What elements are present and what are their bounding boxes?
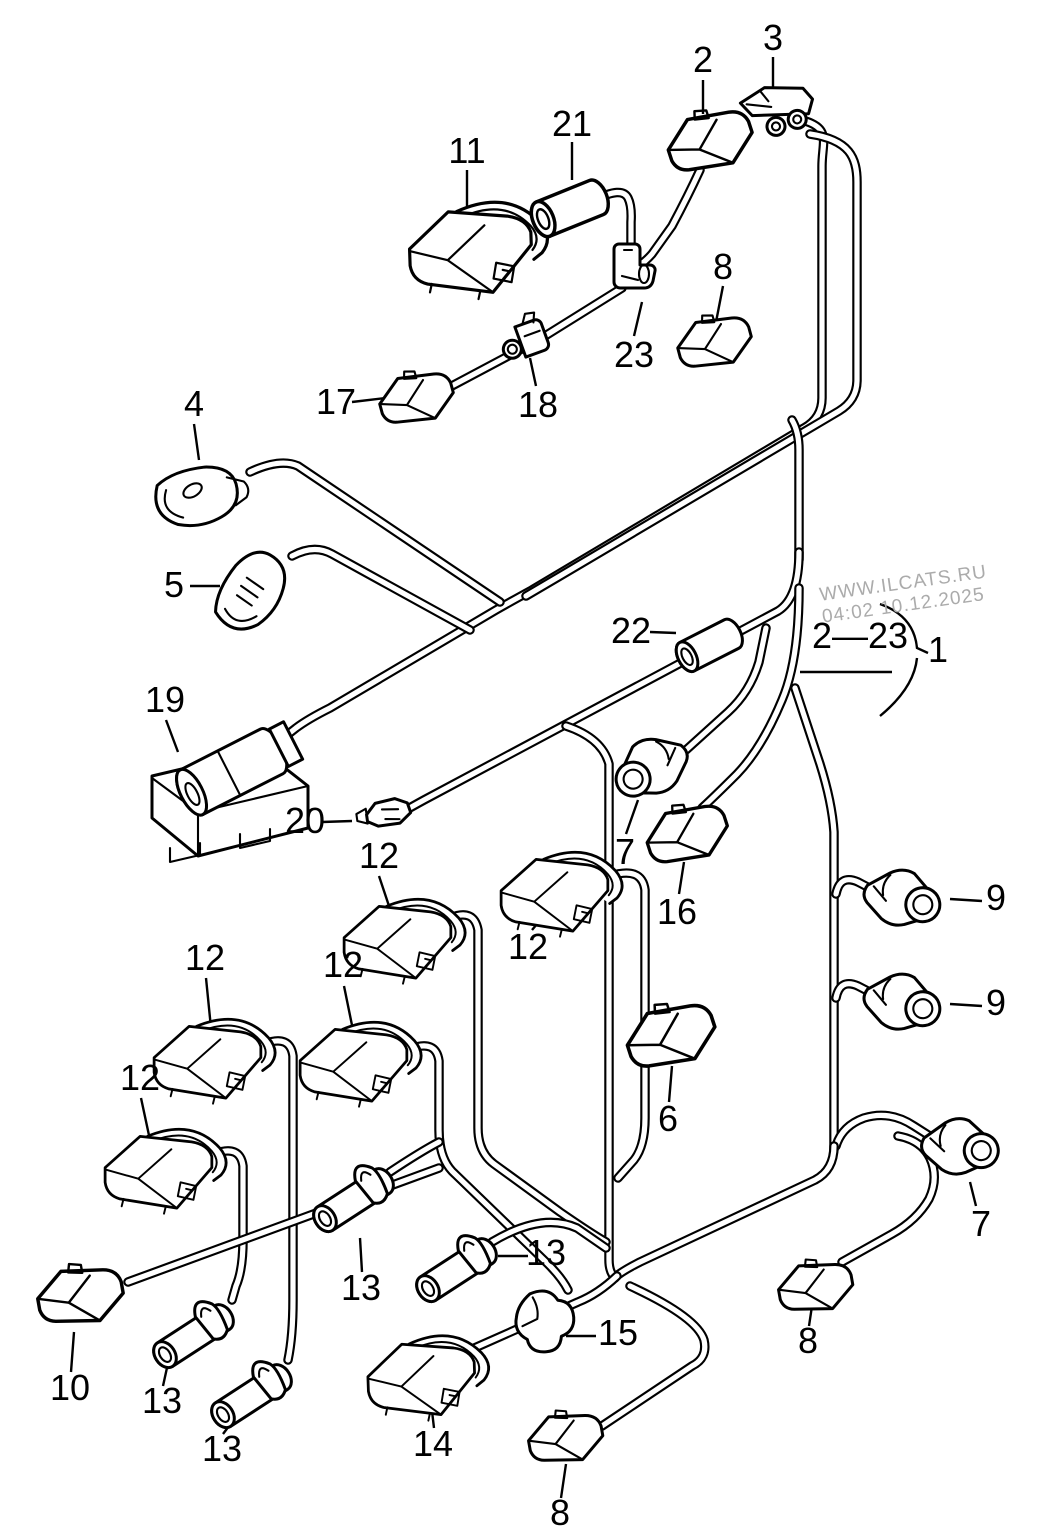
connector-11 xyxy=(406,198,551,303)
callout-12-a: 12 xyxy=(359,835,399,876)
inline-holder-18 xyxy=(501,311,551,360)
callout-12-d: 12 xyxy=(323,944,363,985)
callout-23: 23 xyxy=(614,334,654,375)
connector-8-bottom xyxy=(522,1401,608,1470)
callout-11: 11 xyxy=(448,130,485,171)
callout-12-c: 12 xyxy=(185,937,225,978)
callout-9-upper: 9 xyxy=(986,877,1006,918)
callout-6: 6 xyxy=(658,1098,678,1139)
connector-5 xyxy=(203,540,300,643)
callout-16: 16 xyxy=(657,891,697,932)
ferrite-22 xyxy=(670,614,749,677)
cylinder-13-d xyxy=(199,1349,300,1436)
callout-8-right: 8 xyxy=(798,1320,818,1361)
harness-wires xyxy=(123,115,941,1431)
connector-17 xyxy=(371,359,460,433)
callout-5: 5 xyxy=(164,564,184,605)
connector-4 xyxy=(150,460,250,534)
callout-9-lower: 9 xyxy=(986,982,1006,1023)
connector-7-mid xyxy=(609,732,694,800)
legend-assembly-label: 1 xyxy=(928,629,948,670)
callout-15: 15 xyxy=(598,1312,638,1353)
callout-12-b: 12 xyxy=(508,926,548,967)
cylinder-13-c xyxy=(141,1289,242,1376)
connector-8-top xyxy=(669,303,758,377)
callout-19: 19 xyxy=(145,679,185,720)
callout-20: 20 xyxy=(285,800,325,841)
callout-8-top: 8 xyxy=(713,246,733,287)
callout-labels: 2 3 21 11 23 8 17 18 4 5 22 19 20 7 16 1… xyxy=(50,17,1006,1533)
connector-6 xyxy=(616,987,725,1079)
callout-12-e: 12 xyxy=(120,1057,160,1098)
connector-12-d xyxy=(298,1020,423,1109)
connector-19 xyxy=(150,720,310,864)
callout-13-a: 13 xyxy=(341,1267,381,1308)
elbow-fitting-23 xyxy=(612,242,657,290)
callout-2-top: 2 xyxy=(693,39,713,80)
callout-7-bottom: 7 xyxy=(971,1203,991,1244)
connector-9-lower xyxy=(859,967,944,1036)
callout-18: 18 xyxy=(518,384,558,425)
grommet-15 xyxy=(514,1289,576,1354)
assembly-legend: 2—23 1 xyxy=(812,602,948,717)
connector-16 xyxy=(637,789,736,874)
callout-7-mid: 7 xyxy=(615,831,635,872)
connector-9-upper xyxy=(859,863,944,932)
callout-22: 22 xyxy=(611,610,651,651)
connector-12-c xyxy=(152,1017,277,1106)
connector-3 xyxy=(738,86,815,137)
callout-13-d: 13 xyxy=(202,1428,242,1469)
connector-14 xyxy=(365,1332,492,1425)
callout-13-c: 13 xyxy=(142,1380,182,1421)
legend-brace xyxy=(879,602,929,717)
callout-4: 4 xyxy=(184,383,204,424)
callout-13-b: 13 xyxy=(526,1232,566,1273)
callout-21: 21 xyxy=(552,103,592,144)
connector-10 xyxy=(31,1253,129,1333)
callout-17: 17 xyxy=(316,381,356,422)
callout-10: 10 xyxy=(50,1367,90,1408)
callout-3: 3 xyxy=(763,17,783,58)
connector-12-e xyxy=(103,1127,228,1216)
plug-20 xyxy=(355,797,413,828)
callout-8-bottom: 8 xyxy=(550,1492,570,1533)
connector-12-b xyxy=(499,850,624,939)
callout-14: 14 xyxy=(413,1423,453,1464)
ferrite-21 xyxy=(524,174,615,242)
cylinder-13-b xyxy=(404,1223,505,1310)
legend-range-label: 2—23 xyxy=(812,615,908,656)
cylinder-13-a xyxy=(301,1153,402,1240)
